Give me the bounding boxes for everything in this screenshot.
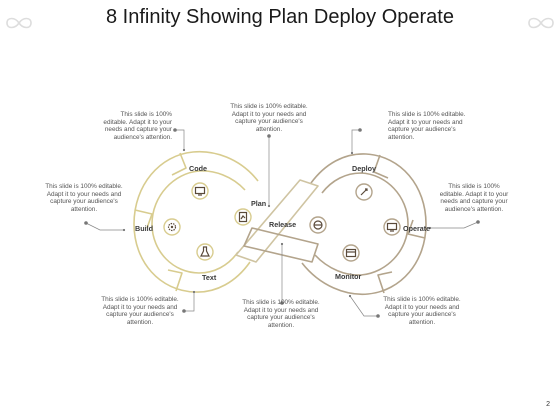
stage-icons [163, 182, 401, 262]
infinity-logo-icon [6, 17, 32, 29]
dashboard-icon [342, 244, 360, 262]
stage-label-code: Code [189, 164, 207, 173]
connector-text [184, 290, 196, 312]
stage-label-operate: Operate [403, 224, 431, 233]
slide-title: 8 Infinity Showing Plan Deploy Operate [106, 6, 454, 28]
center-crossing [235, 179, 319, 263]
connector-monitor [348, 294, 378, 317]
stage-label-monitor: Monitor [335, 272, 362, 281]
note-deploy: This slide is 100% editable. Adapt it to… [388, 111, 466, 141]
flask-icon [196, 243, 214, 261]
left-segment-divider [167, 269, 183, 292]
stage-label-release: Release [269, 220, 297, 229]
stage-label-build: Build [135, 224, 153, 233]
note-operate: This slide is 100% editable. Adapt it to… [439, 183, 509, 213]
connector-deploy [350, 129, 360, 155]
note-code: This slide is 100% editable. Adapt it to… [103, 111, 172, 141]
note-plan: This slide is 100% editable. Adapt it to… [230, 103, 308, 133]
monitor-icon [191, 182, 209, 200]
left-loop [133, 150, 259, 293]
right-segment-divider [377, 271, 393, 294]
connector-code [175, 129, 186, 152]
gear-icon [163, 218, 181, 236]
infinity-logo-icon [528, 17, 554, 29]
connector-endpoints [84, 128, 480, 318]
mixer-icon [309, 216, 327, 234]
stage-label-deploy: Deploy [352, 164, 376, 173]
note-build: This slide is 100% editable. Adapt it to… [45, 183, 123, 213]
right-loop-inner-ring [314, 172, 409, 276]
stage-label-plan: Plan [251, 199, 267, 208]
left-segment-divider [134, 209, 153, 229]
right-loop-outer-ring [301, 153, 427, 296]
note-monitor: This slide is 100% editable. Adapt it to… [383, 296, 461, 326]
right-segment-divider [373, 154, 389, 179]
note-release: This slide is 100% editable. Adapt it to… [242, 299, 320, 329]
page-number: 2 [546, 401, 550, 408]
right-loop [301, 153, 427, 296]
note-text: This slide is 100% editable. Adapt it to… [101, 296, 179, 326]
connector-build [85, 222, 126, 232]
left-loop-outer-ring [133, 150, 259, 293]
stage-label-text: Text [202, 273, 217, 282]
left-loop-inner-ring [151, 170, 246, 274]
rocket-icon [355, 183, 373, 201]
chart-document-icon [234, 208, 252, 226]
connector-operate [428, 221, 479, 230]
left-segment-divider [171, 152, 187, 176]
right-segment-divider [407, 219, 426, 239]
note-connectors [85, 129, 479, 317]
monitor-icon [383, 218, 401, 236]
crossing-band-release [243, 227, 319, 263]
crossing-band-plan [235, 179, 319, 263]
